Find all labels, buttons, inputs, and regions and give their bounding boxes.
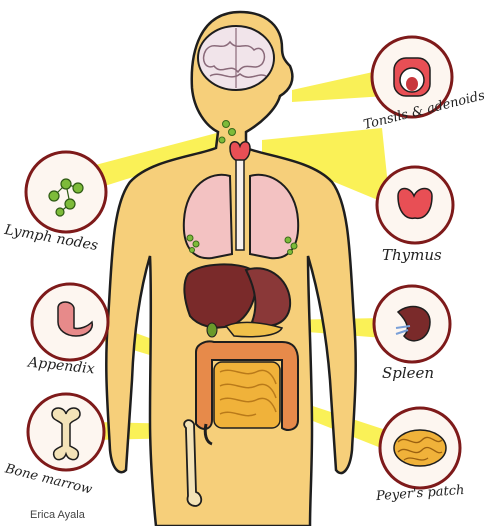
- small-intestine-icon: [214, 362, 280, 428]
- peyers-patch-icon: [394, 430, 446, 466]
- thymus-icon: [398, 189, 432, 219]
- image-credit: Erica Ayala: [30, 509, 85, 521]
- callout-spleen: [374, 286, 450, 362]
- callout-bone-marrow: [28, 394, 104, 470]
- callout-lymph-nodes: [26, 152, 106, 232]
- callout-peyers-patch: [380, 408, 460, 488]
- label-spleen: Spleen: [382, 364, 434, 382]
- brain-icon: [198, 26, 274, 90]
- label-thymus: Thymus: [382, 246, 442, 264]
- thyroid-icon: [230, 142, 250, 161]
- callout-appendix: [32, 284, 108, 360]
- gallbladder-icon: [207, 323, 217, 337]
- callout-thymus: [377, 167, 453, 243]
- trachea: [236, 160, 244, 250]
